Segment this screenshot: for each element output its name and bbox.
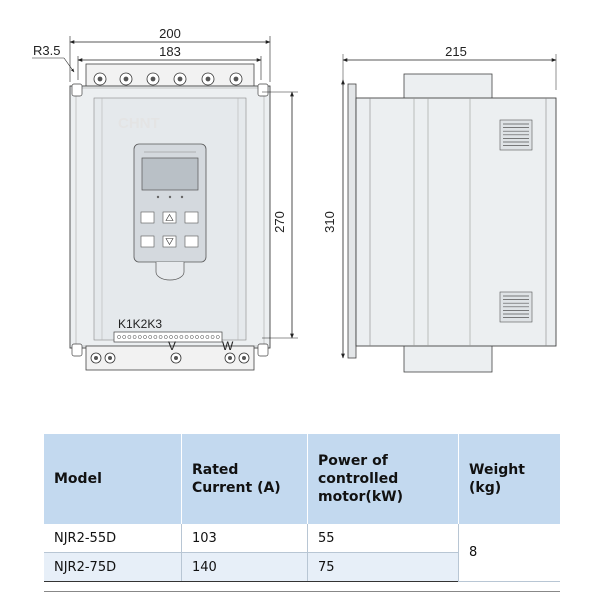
side-body	[347, 73, 557, 373]
header-weight: Weight (kg)	[458, 434, 560, 524]
control-pin	[143, 335, 147, 339]
cell-power: 55	[307, 524, 459, 553]
set-key	[140, 235, 155, 248]
dim-height-outer-label: 310	[322, 211, 337, 233]
header-rated-current: Rated Current (A)	[181, 434, 308, 524]
down-arrow-icon	[165, 238, 174, 246]
control-pin	[210, 335, 215, 339]
dim-width-inner: 183	[77, 44, 262, 80]
dim-corner-radius-label: R3.5	[33, 43, 60, 58]
run-key	[184, 211, 199, 224]
control-pin	[122, 335, 127, 339]
control-pin	[205, 335, 210, 339]
control-pin	[127, 335, 132, 339]
table-bottom-rule	[44, 591, 560, 592]
bottom-terminal-block: V W	[85, 339, 255, 371]
table-row: NJR2-75D 140 75	[44, 552, 560, 582]
control-pin	[195, 335, 199, 339]
control-pin	[137, 335, 142, 339]
relay-label: K1K2K3	[118, 317, 162, 331]
dim-width-inner-label: 183	[159, 44, 181, 59]
bottom-label-v: V	[168, 339, 176, 353]
control-pin	[200, 335, 205, 339]
control-pin	[117, 335, 121, 339]
control-pin	[215, 335, 220, 339]
cell-current: 140	[181, 552, 308, 582]
front-body	[69, 83, 271, 357]
header-power: Power of controlled motor(kW)	[307, 434, 459, 524]
control-pin	[179, 335, 184, 339]
dim-height-outer: 310	[322, 79, 345, 359]
control-pin	[148, 335, 153, 339]
control-pin	[169, 335, 173, 339]
spec-table-header: Model Rated Current (A) Power of control…	[44, 434, 560, 524]
control-pin	[189, 335, 194, 339]
control-pin	[158, 335, 163, 339]
dim-width-outer-label: 200	[159, 26, 181, 41]
cell-weight: 8	[458, 524, 560, 582]
control-pin	[174, 335, 179, 339]
cell-power: 75	[307, 552, 459, 582]
cell-model: NJR2-55D	[44, 524, 182, 553]
dim-depth: 215	[342, 44, 557, 90]
keypad-panel	[133, 143, 207, 281]
dim-corner-radius: R3.5	[32, 43, 75, 73]
spec-table: Model Rated Current (A) Power of control…	[44, 434, 560, 582]
control-pin	[153, 335, 158, 339]
control-pin	[163, 335, 168, 339]
table-row: NJR2-55D 103 55 8	[44, 524, 560, 582]
technical-drawing: 200 183 R3.5 RUSVTW CHNT	[32, 26, 557, 373]
stop-key	[184, 235, 199, 248]
header-model: Model	[44, 434, 182, 524]
mode-key	[140, 211, 155, 224]
dim-depth-label: 215	[445, 44, 467, 59]
control-pin	[184, 335, 189, 339]
dim-height-inner: 270	[262, 91, 298, 339]
bottom-label-w: W	[222, 339, 234, 353]
up-arrow-icon	[165, 213, 174, 221]
cell-current: 103	[181, 524, 308, 553]
control-terminal-strip	[113, 331, 223, 343]
dim-width-outer: 200	[69, 26, 271, 82]
up-key	[162, 211, 177, 224]
brand-logo: CHNT	[118, 115, 160, 132]
control-pin	[132, 335, 137, 339]
dim-height-inner-label: 270	[272, 211, 287, 233]
down-key	[162, 235, 177, 248]
cell-model: NJR2-75D	[44, 552, 182, 582]
